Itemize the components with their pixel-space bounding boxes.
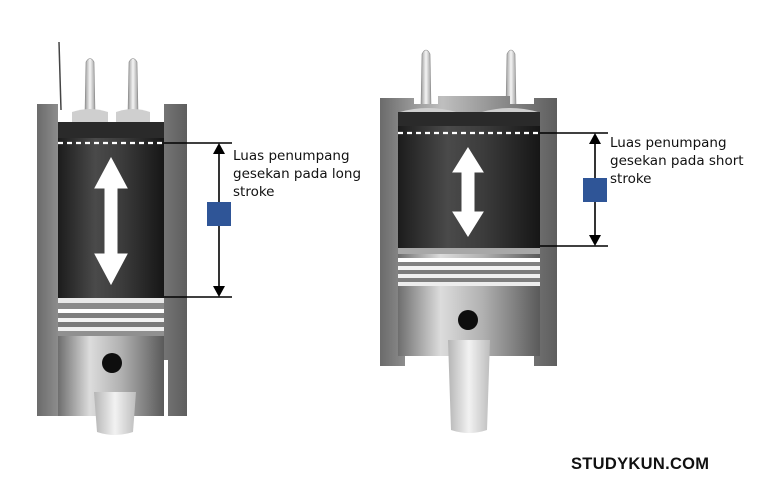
long-stroke-friction-label: Luas penumpang gesekan pada long stroke: [233, 147, 361, 201]
long-stroke-dimension: [164, 142, 232, 298]
long-stroke-connecting-rod: [94, 392, 136, 435]
short-stroke-double-arrow: [452, 147, 484, 237]
long-stroke-label-line-1: Luas penumpang: [233, 148, 350, 164]
long-stroke-label-line-3: stroke: [233, 184, 275, 200]
short-stroke-piston: [398, 248, 540, 356]
short-stroke-valves: [420, 49, 517, 107]
long-stroke-piston-pin: [102, 353, 122, 373]
short-stroke-label-line-1: Luas penumpang: [610, 135, 727, 151]
short-stroke-friction-label: Luas penumpang gesekan pada short stroke: [610, 134, 744, 188]
long-stroke-valves: [72, 58, 150, 124]
brand-watermark: STUDYKUN.COM: [571, 455, 710, 473]
long-stroke-label-line-2: gesekan pada long: [233, 166, 362, 182]
long-stroke-marker: [207, 202, 231, 226]
short-stroke-label-line-2: gesekan pada short: [610, 153, 744, 169]
long-stroke-engine: [37, 41, 232, 435]
long-stroke-double-arrow: [94, 156, 128, 286]
short-stroke-dimension: [540, 132, 608, 247]
short-stroke-piston-pin: [458, 310, 478, 330]
short-stroke-label-line-3: stroke: [610, 171, 652, 187]
short-stroke-connecting-rod: [448, 340, 490, 433]
short-stroke-marker: [583, 178, 607, 202]
short-stroke-engine: [380, 49, 608, 433]
